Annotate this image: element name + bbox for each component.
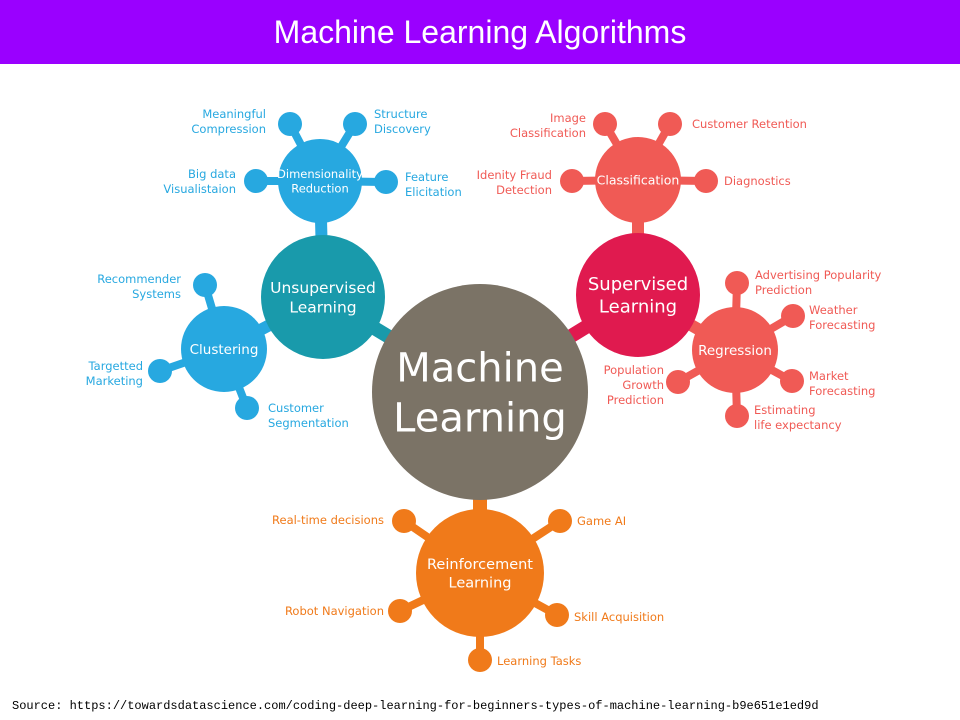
- leaf-customer-segmentation-dot: [235, 396, 259, 420]
- leaf-estimating-life-expectancy-dot: [725, 404, 749, 428]
- leaf-recommender-systems-dot: [193, 273, 217, 297]
- unsupervised-learning-node: [261, 235, 385, 359]
- source-citation: Source: https://towardsdatascience.com/c…: [12, 699, 819, 713]
- leaf-population-growth-dot: [666, 370, 690, 394]
- classification-label: Classification: [597, 173, 680, 188]
- leaf-robot-navigation-label: Robot Navigation: [285, 604, 384, 618]
- leaf-weather-forecasting-dot: [781, 304, 805, 328]
- reinforcement-learning-node: [416, 509, 544, 637]
- leaf-real-time-decisions-dot: [392, 509, 416, 533]
- leaf-feature-elicitation-dot: [374, 170, 398, 194]
- leaf-learning-tasks-dot: [468, 648, 492, 672]
- leaf-learning-tasks-label: Learning Tasks: [497, 654, 581, 668]
- leaf-game-ai-dot: [548, 509, 572, 533]
- title-bar: Machine Learning Algorithms: [0, 0, 960, 64]
- leaf-market-forecasting-dot: [780, 369, 804, 393]
- leaf-structure-discovery-dot: [343, 112, 367, 136]
- leaf-skill-acquisition-label: Skill Acquisition: [574, 610, 664, 624]
- leaf-game-ai-label: Game AI: [577, 514, 626, 528]
- machine-learning-node: [372, 284, 588, 500]
- leaf-advertising-popularity-dot: [725, 271, 749, 295]
- leaf-targetted-marketing-dot: [148, 359, 172, 383]
- supervised-learning-node: [576, 233, 700, 357]
- leaf-identity-fraud-detection-dot: [560, 169, 584, 193]
- page-title: Machine Learning Algorithms: [273, 13, 687, 50]
- leaf-big-data-visualisation-dot: [244, 169, 268, 193]
- leaf-robot-navigation-dot: [388, 599, 412, 623]
- classification-node: [595, 137, 681, 223]
- leaf-customer-retention-label: Customer Retention: [692, 117, 807, 131]
- dimensionality-reduction-node: [278, 139, 362, 223]
- leaf-real-time-decisions-label: Real-time decisions: [272, 513, 384, 527]
- clustering-label: Clustering: [190, 342, 259, 358]
- leaf-skill-acquisition-dot: [545, 603, 569, 627]
- leaf-diagnostics-label: Diagnostics: [724, 174, 791, 188]
- leaf-customer-retention-dot: [658, 112, 682, 136]
- leaf-meaningful-compression-dot: [278, 112, 302, 136]
- clustering-node: [181, 306, 267, 392]
- regression-label: Regression: [698, 343, 772, 359]
- leaf-image-classification-dot: [593, 112, 617, 136]
- regression-node: [692, 307, 778, 393]
- leaf-diagnostics-dot: [694, 169, 718, 193]
